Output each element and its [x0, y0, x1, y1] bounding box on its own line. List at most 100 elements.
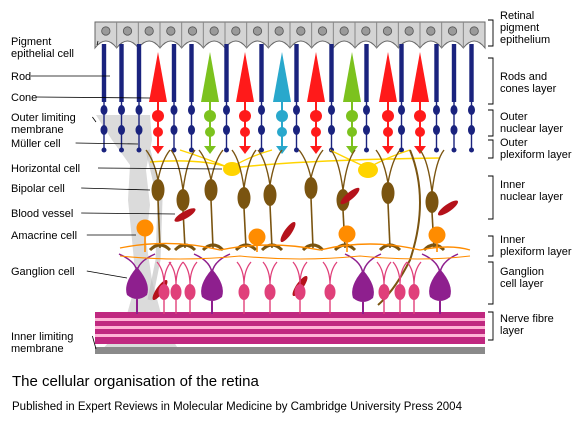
rod-inner-body [363, 125, 370, 135]
bipolar-cell-axon [210, 199, 214, 249]
ganglion-cell-small-body [294, 284, 306, 300]
label-line: Retinal [500, 10, 534, 22]
bipolar-cell-body [151, 179, 165, 201]
rod-nucleus [433, 105, 440, 115]
rod-terminal [469, 147, 474, 153]
label-line: Inner [500, 179, 525, 191]
horizontal-cell-body [358, 162, 378, 178]
amacrine-cell-body [338, 225, 356, 243]
ganglion-cell-dendrite [156, 261, 172, 286]
rod-inner-body [188, 125, 195, 135]
diagram-title: The cellular organisation of the retina [12, 373, 259, 390]
nerve-fibre-stripe [95, 326, 485, 329]
pointer-vessel [81, 212, 176, 215]
bipolar-cell-axon [269, 204, 273, 249]
nerve-fibre-stripe [95, 318, 485, 321]
cone-inner-body [277, 127, 287, 137]
label-line: nuclear layer [500, 191, 563, 203]
ganglion-cell-small-body [238, 284, 250, 300]
bracket-inl [488, 175, 494, 220]
ganglion-cell-small-body [378, 284, 390, 300]
bipolar-cell-dendrite [231, 149, 257, 189]
rod-inner-body [328, 125, 335, 135]
bracket-rods-cones [488, 57, 494, 105]
pigment-cell-nucleus [166, 26, 176, 36]
cone-outer-segment [307, 52, 325, 102]
bipolar-cell-terminal [173, 243, 197, 252]
label-line: membrane [11, 343, 64, 355]
bipolar-cell-dendrite [330, 149, 356, 191]
rod-nucleus [293, 105, 300, 115]
pigment-cell-nucleus [209, 26, 219, 36]
cone-pedicle [310, 146, 322, 154]
blood-vessel [280, 221, 296, 243]
cone-outer-segment [379, 52, 397, 102]
ganglion-cell-large-body [126, 267, 148, 299]
rod-outer-segment [364, 44, 369, 102]
pointer-cone [36, 96, 151, 99]
rod-terminal [259, 147, 264, 153]
label-line: Cone [11, 92, 37, 104]
bipolar-cell-dendrite [419, 149, 445, 193]
label-line: layer [500, 325, 524, 337]
layer-brackets [488, 19, 494, 341]
rod-nucleus [188, 105, 195, 115]
pigment-cell-nucleus [296, 26, 306, 36]
rod-inner-body [118, 125, 125, 135]
horizontal-cell-body [223, 162, 241, 176]
bipolar-cell-body [263, 184, 277, 206]
inner-limiting-membrane [95, 347, 485, 354]
pigment-cell-nucleus [382, 26, 393, 36]
cone-inner-body [415, 127, 425, 137]
cone-inner-body [153, 127, 163, 137]
pigment-cell-nucleus [447, 26, 458, 36]
bipolar-cell-dendrite [298, 149, 324, 179]
label-rod: Rod [11, 71, 31, 83]
pointer-olm [92, 116, 97, 123]
rod-inner-body [450, 125, 458, 135]
bipolar-cell-body [204, 179, 218, 201]
bipolar-cell-body [176, 189, 190, 211]
bipolar-cell-dendrite [145, 149, 171, 181]
rod-nucleus [363, 105, 370, 115]
rod-inner-body [258, 125, 265, 135]
rod-terminal [189, 147, 194, 153]
cone-inner-body [347, 127, 357, 137]
pointer-ilm [92, 335, 97, 350]
bracket-onl [488, 109, 494, 137]
pointer-bipolar [81, 187, 151, 191]
ganglion-cell-small-body [184, 284, 196, 300]
label-pointers [30, 40, 223, 350]
cone-pedicle [152, 146, 164, 154]
bipolar-cell-body [237, 187, 251, 209]
ganglion-cell-dendrite [292, 261, 308, 286]
ganglion-cell-small-body [170, 284, 182, 300]
pointer-ganglion [86, 270, 128, 279]
rod-terminal [136, 147, 142, 153]
pigment-epithelium [94, 21, 486, 50]
rod-outer-segment [329, 44, 334, 102]
cone-outer-segment [236, 52, 254, 102]
label-line: pigment [500, 22, 539, 34]
rod-outer-segment [136, 44, 142, 102]
bipolar-cell-long-axon [377, 149, 421, 306]
bipolar-cell-dendrite [257, 149, 283, 186]
muller-cell [96, 115, 180, 352]
label-line: Ganglion cell [11, 266, 75, 278]
rod-nucleus [328, 105, 335, 115]
bipolar-cell-axon [310, 197, 314, 249]
label-line: Müller cell [11, 138, 61, 150]
bracket-nfl [488, 311, 494, 341]
ganglion-cell-small-body [264, 284, 276, 300]
ganglion-cell-dendrite [182, 261, 198, 286]
label-line: membrane [11, 124, 64, 136]
cone-nucleus [152, 110, 164, 122]
label-line: Amacrine cell [11, 230, 77, 242]
cone-pedicle [204, 146, 216, 154]
label-line: epithelial cell [11, 48, 74, 60]
label-line: Horizontal cell [11, 163, 80, 175]
